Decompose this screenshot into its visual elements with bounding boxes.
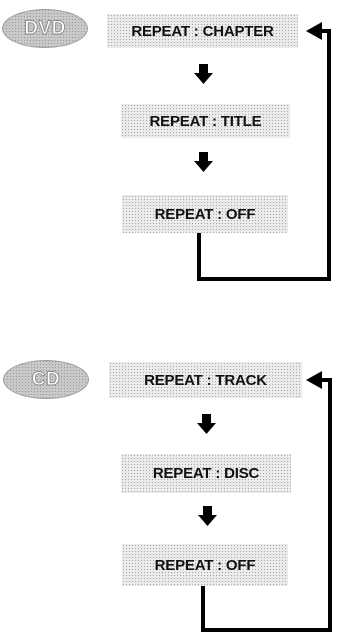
dvd-repeat-chapter-box: REPEAT : CHAPTER bbox=[107, 14, 298, 48]
dvd-down-arrow-1 bbox=[194, 64, 213, 84]
dvd-repeat-off-box: REPEAT : OFF bbox=[122, 195, 288, 233]
dvd-return-arrowhead bbox=[306, 22, 322, 40]
dvd-return-line bbox=[197, 29, 331, 281]
dvd-down-arrow-2 bbox=[194, 152, 213, 172]
cd-repeat-disc-label: REPEAT : DISC bbox=[152, 465, 260, 482]
cd-down-arrow-1 bbox=[197, 414, 216, 434]
cd-down-arrow-2 bbox=[198, 506, 217, 526]
arrow-down-icon bbox=[197, 414, 216, 434]
cd-repeat-track-box: REPEAT : TRACK bbox=[109, 362, 302, 398]
arrow-left-icon bbox=[306, 22, 322, 40]
dvd-badge: DVD bbox=[2, 9, 88, 48]
cd-repeat-off-box: REPEAT : OFF bbox=[122, 544, 288, 586]
dvd-badge-label: DVD bbox=[24, 17, 66, 39]
cd-badge: CD bbox=[3, 360, 89, 399]
cd-return-arrowhead bbox=[306, 371, 322, 389]
dvd-repeat-title-label: REPEAT : TITLE bbox=[149, 112, 262, 130]
cd-return-line bbox=[201, 378, 332, 632]
cd-repeat-disc-box: REPEAT : DISC bbox=[121, 454, 291, 493]
dvd-repeat-off-label: REPEAT : OFF bbox=[154, 205, 256, 223]
arrow-down-icon bbox=[198, 506, 217, 526]
arrow-down-icon bbox=[194, 152, 213, 172]
dvd-repeat-chapter-label: REPEAT : CHAPTER bbox=[131, 22, 274, 40]
cd-badge-label: CD bbox=[31, 368, 61, 390]
cd-repeat-off-label: REPEAT : OFF bbox=[154, 556, 256, 574]
arrow-down-icon bbox=[194, 64, 213, 84]
arrow-left-icon bbox=[306, 371, 322, 389]
cd-repeat-track-label: REPEAT : TRACK bbox=[144, 371, 267, 389]
dvd-repeat-title-box: REPEAT : TITLE bbox=[121, 104, 290, 138]
